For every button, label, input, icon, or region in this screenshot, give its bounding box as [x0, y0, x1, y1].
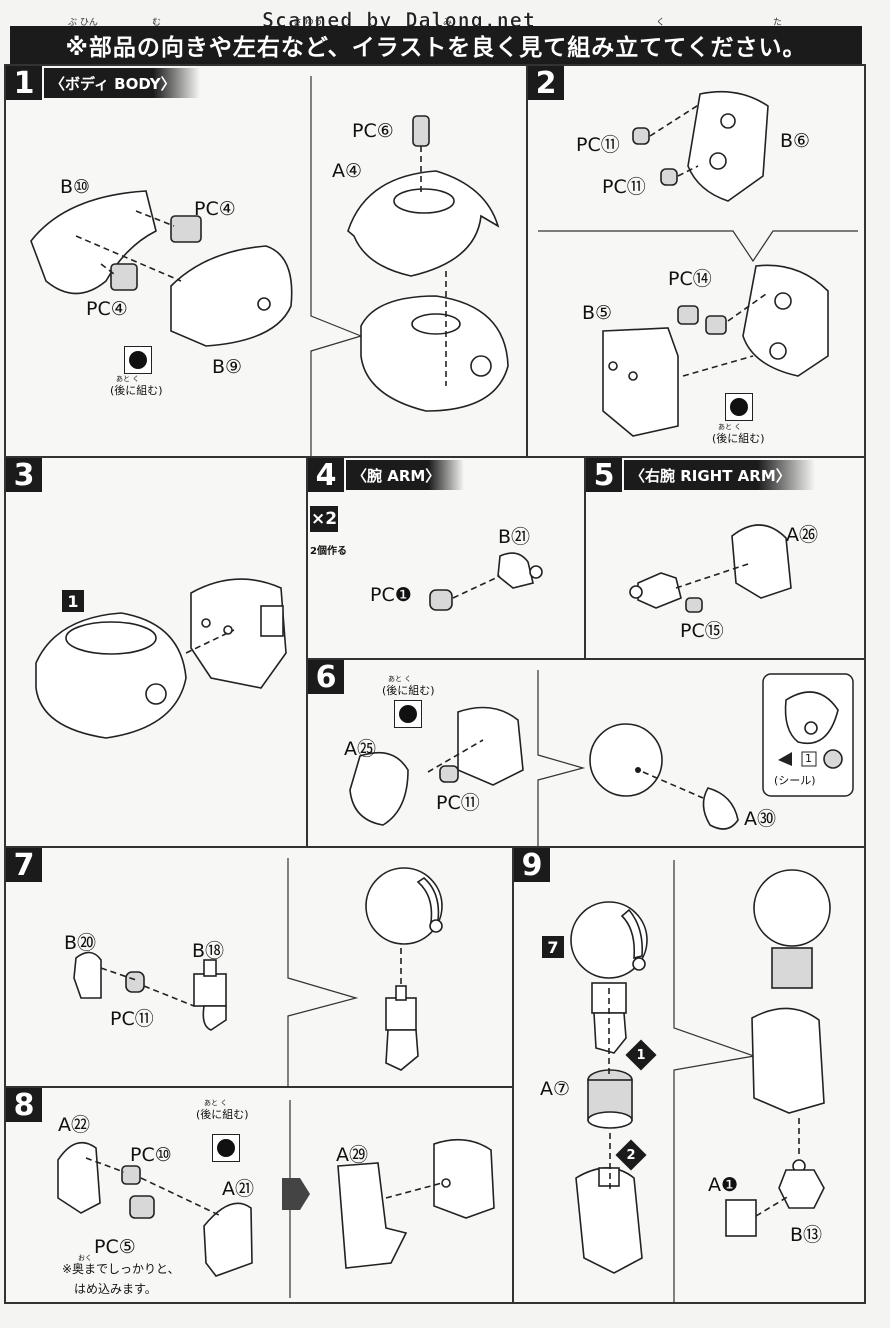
- later-assembly-marker: [212, 1134, 240, 1162]
- quantity-badge: ×2: [310, 506, 338, 532]
- sub-step-1: 1: [625, 1039, 657, 1071]
- later-assembly-marker: [394, 700, 422, 728]
- seal-number: 1: [805, 752, 812, 765]
- label-b21: B㉑: [498, 526, 531, 548]
- step-5-panel: 5 〈右腕 RIGHT ARM〉 A㉖ PC⑮: [584, 456, 866, 660]
- step-reference-1: 1: [62, 590, 84, 612]
- banner-ruby: み: [443, 18, 453, 28]
- later-assembly-marker: [124, 346, 152, 374]
- later-assembly-text: (後に組む): [712, 432, 765, 445]
- label-pc6: PC⑥: [352, 120, 394, 142]
- assembly-note-line2: はめ込みます。: [74, 1282, 157, 1296]
- label-pc11: PC⑪: [436, 792, 480, 814]
- quantity-note: 2個作る: [310, 546, 347, 557]
- label-pc11-top: PC⑪: [576, 134, 620, 156]
- step-reference-7: 7: [542, 936, 564, 958]
- later-ruby: あと く: [116, 375, 140, 383]
- label-a21: A㉑: [222, 1178, 254, 1200]
- step-8-panel: 8 A㉒ PC⑩ あと く (後に組む) A㉑ PC⑤ おく ※奥までしっかりと…: [4, 1086, 514, 1304]
- later-ruby: あと く: [718, 423, 742, 431]
- step-8-illustration: [57, 1100, 495, 1298]
- label-b20: B⑳: [64, 932, 97, 954]
- label-b5: B⑤: [582, 302, 613, 324]
- step-6-illustration: [349, 670, 854, 846]
- step-title: 〈ボディ BODY〉: [44, 68, 200, 98]
- banner-ruby: く: [656, 18, 666, 28]
- label-pc11: PC⑪: [110, 1008, 154, 1030]
- later-ruby: あと く: [204, 1099, 228, 1107]
- label-pc11-bottom: PC⑪: [602, 176, 646, 198]
- label-b13: B⑬: [790, 1224, 823, 1246]
- label-b10: B⑩: [60, 176, 91, 198]
- label-a22: A㉒: [58, 1114, 90, 1136]
- note-ruby: おく: [78, 1254, 92, 1262]
- later-assembly-text: (後に組む): [110, 384, 163, 397]
- label-a26: A㉖: [786, 524, 818, 546]
- step-5-illustration: [629, 524, 792, 613]
- label-a1: A❶: [708, 1174, 739, 1196]
- step-number: 4: [308, 458, 344, 493]
- step-number: 5: [586, 458, 622, 493]
- step-number: 3: [6, 458, 42, 493]
- label-b9: B⑨: [212, 356, 243, 378]
- label-pc14: PC⑭: [668, 268, 712, 290]
- banner-ruby: さ ゆう: [293, 18, 323, 28]
- step-2-panel: 2 PC⑪ PC⑪ B⑥ PC⑭ B⑤ あと く (後に組む): [526, 64, 866, 458]
- step-1-panel: 1 〈ボディ BODY〉 B⑩ PC④ PC④ B⑨ PC⑥ A④ あと く (…: [4, 64, 528, 458]
- label-pc4-bottom: PC④: [86, 298, 128, 320]
- step-7-illustration: [73, 858, 443, 1086]
- sub-step-2: 2: [615, 1139, 647, 1171]
- step-number: 2: [528, 66, 564, 101]
- step-number: 8: [6, 1088, 42, 1123]
- banner-ruby: た: [773, 18, 783, 28]
- step-1-illustration: [30, 76, 509, 456]
- step-9-panel: 9 7 A⑦ 1 2 A❶ B⑬: [512, 846, 866, 1304]
- banner-ruby: む: [152, 18, 162, 28]
- step-2-illustration: [538, 90, 858, 437]
- step-3-illustration: [35, 578, 287, 739]
- step-title: 〈腕 ARM〉: [346, 460, 465, 490]
- label-b18: B⑱: [192, 940, 225, 962]
- later-ruby: あと く: [388, 675, 412, 683]
- later-assembly-text: (後に組む): [382, 684, 435, 697]
- label-pc5: PC⑤: [94, 1236, 136, 1258]
- label-pc1: PC❶: [370, 584, 412, 606]
- step-number: 6: [308, 660, 344, 695]
- label-pc4-top: PC④: [194, 198, 236, 220]
- step-title: 〈右腕 RIGHT ARM〉: [624, 460, 815, 490]
- step-number: 1: [6, 66, 42, 101]
- step-4-panel: 4 〈腕 ARM〉 ×2 2個作る B㉑ PC❶: [306, 456, 586, 660]
- label-pc15: PC⑮: [680, 620, 724, 642]
- later-assembly-marker: [725, 393, 753, 421]
- step-6-panel: 6 あと く (後に組む) A㉕ PC⑪ A㉚ 1 (シール): [306, 658, 866, 848]
- step-7-panel: 7 B⑳ B⑱ PC⑪: [4, 846, 514, 1088]
- label-a29: A㉙: [336, 1144, 368, 1166]
- label-a25: A㉕: [344, 738, 376, 760]
- step-9-illustration: [570, 860, 831, 1302]
- step-4-illustration: [429, 552, 543, 611]
- step-number: 9: [514, 848, 550, 883]
- label-a7: A⑦: [540, 1078, 571, 1100]
- assembly-note-line1: ※奥までしっかりと、: [62, 1262, 180, 1276]
- later-assembly-text: (後に組む): [196, 1108, 249, 1121]
- banner-ruby: ぶ ひん: [68, 18, 98, 28]
- label-a4: A④: [332, 160, 363, 182]
- label-a30: A㉚: [744, 808, 776, 830]
- label-b6: B⑥: [780, 130, 811, 152]
- seal-label: (シール): [774, 774, 816, 787]
- instruction-banner: ※部品の向きや左右など、イラストを良く見て組み立ててください。: [10, 26, 862, 64]
- step-number: 7: [6, 848, 42, 883]
- label-pc10: PC⑩: [130, 1144, 172, 1166]
- step-3-panel: 3 1: [4, 456, 308, 848]
